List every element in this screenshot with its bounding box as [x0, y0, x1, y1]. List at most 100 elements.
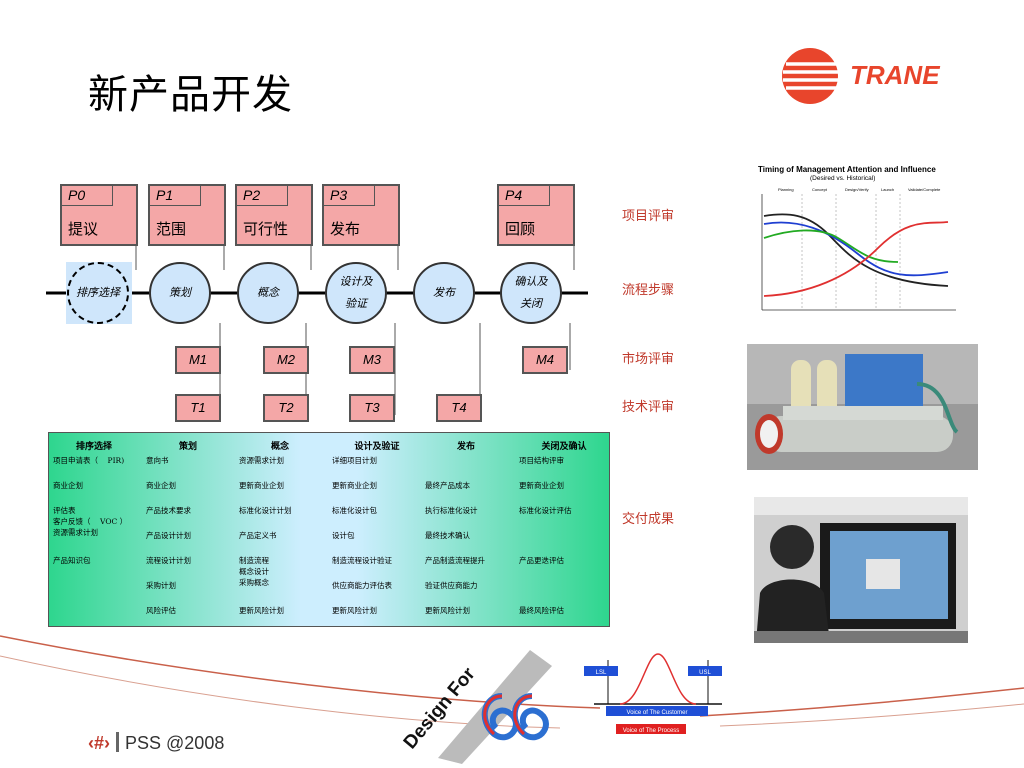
step-label: 确认及 关闭 — [514, 275, 548, 310]
chart-stage: Design/Verify — [845, 187, 869, 192]
phase-p2: P2 可行性 — [235, 184, 313, 246]
table-cell: 风险评估 — [146, 606, 176, 615]
table-cell: 标准化设计评估 — [519, 506, 572, 515]
table-cell: 执行标准化设计 — [425, 506, 478, 515]
table-header: 设计及验证 — [354, 442, 400, 452]
table-cell: 项目结构评审 — [519, 456, 564, 465]
table-cell: 设计包 — [332, 531, 355, 540]
step-screening: 排序选择 — [67, 262, 129, 324]
chart-stage: Validate/Complete — [908, 187, 941, 192]
phase-p4: P4 回顾 — [497, 184, 575, 246]
step-design-verify: 设计及 验证 — [325, 262, 387, 324]
market-review-m2: M2 — [263, 346, 309, 374]
table-header: 排序选择 — [75, 442, 112, 452]
phase-p3: P3 发布 — [322, 184, 400, 246]
chart-subtitle: (Desired vs. Historical) — [810, 175, 875, 182]
label-market-review: 市场评审 — [622, 352, 675, 367]
table-cell: 供应商能力评估表 — [332, 581, 392, 590]
table-cell: 最终产品成本 — [425, 481, 470, 490]
phase-name: 范围 — [156, 220, 187, 238]
footer-divider — [116, 732, 119, 752]
table-cell: 商业企划 — [146, 481, 176, 490]
table-cell: 资源需求计划 — [239, 456, 284, 465]
chart-stage: Launch — [881, 187, 894, 192]
tech-review-t3: T3 — [349, 394, 395, 422]
table-cell: 产品制造流程提升 — [425, 556, 485, 565]
table-cell: 制造流程设计验证 — [332, 556, 392, 565]
label-project-review: 项目评审 — [622, 209, 675, 224]
phase-code: P2 — [236, 185, 288, 206]
table-cell: 评估表 客户反馈（ VOC ） 资源需求计划 — [53, 506, 128, 537]
table-cell: 产品知识包 — [53, 556, 91, 565]
six-sigma-emblem: Design For — [400, 650, 552, 764]
label-process-steps: 流程步骤 — [622, 283, 675, 298]
market-review-m3: M3 — [349, 346, 395, 374]
table-cell: 制造流程 概念设计 采购概念 — [239, 556, 269, 587]
usl-label: USL — [699, 670, 711, 676]
label-deliverables: 交付成果 — [622, 512, 675, 527]
table-header: 概念 — [270, 442, 289, 452]
slide-number: ‹#› — [88, 733, 110, 753]
table-cell: 更新商业企划 — [332, 481, 377, 490]
table-cell: 标准化设计包 — [332, 506, 377, 515]
step-planning: 策划 — [149, 262, 211, 324]
voice-process-label: Voice of The Process — [623, 728, 680, 734]
table-cell: 产品定义书 — [239, 531, 277, 540]
table-cell: 流程设计计划 — [146, 556, 191, 565]
voice-customer-label: Voice of The Customer — [627, 710, 688, 716]
phase-code: P0 — [61, 185, 113, 206]
attention-chart: Timing of Management Attention and Influ… — [758, 165, 956, 311]
table-cell: 标准化设计计划 — [239, 506, 292, 515]
trane-logo: TRANE — [782, 48, 940, 104]
bell-curve-diagram: LSL USL Voice of The Customer Voice of T… — [584, 653, 722, 734]
lsl-label: LSL — [596, 670, 607, 676]
table-cell: 商业企划 — [53, 481, 83, 490]
table-cell: 采购计划 — [146, 581, 176, 590]
footer-text: PSS @2008 — [125, 733, 225, 753]
phase-name: 可行性 — [243, 220, 289, 238]
tech-review-t2: T2 — [263, 394, 309, 422]
table-cell: 产品技术要求 — [146, 506, 191, 515]
phase-code: P4 — [498, 185, 550, 206]
label-tech-review: 技术评审 — [622, 400, 675, 415]
phase-name: 回顾 — [505, 220, 536, 238]
phase-code: P1 — [149, 185, 201, 206]
step-label: 策划 — [169, 286, 191, 299]
phase-p1: P1 范围 — [148, 184, 226, 246]
table-cell: 更新风险计划 — [239, 606, 284, 615]
tech-review-t1: T1 — [175, 394, 221, 422]
chart-stage: Planning — [778, 187, 794, 192]
table-cell: 更新风险计划 — [425, 606, 470, 615]
table-cell: 验证供应商能力 — [425, 581, 478, 590]
step-confirm-close: 确认及 关闭 — [500, 262, 562, 324]
chart-stage: Concept — [812, 187, 828, 192]
table-cell: 详细项目计划 — [332, 456, 377, 465]
table-cell: 最终风险评估 — [519, 606, 564, 615]
step-label: 设计及 验证 — [339, 275, 373, 310]
table-cell: 更新风险计划 — [332, 606, 377, 615]
table-header: 发布 — [456, 442, 475, 452]
tech-review-t4: T4 — [436, 394, 482, 422]
step-concept: 概念 — [237, 262, 299, 324]
chart-title: Timing of Management Attention and Influ… — [758, 165, 936, 174]
phase-p0: P0 提议 — [60, 184, 138, 246]
table-cell: 意向书 — [146, 456, 169, 465]
step-label: 排序选择 — [76, 286, 120, 299]
phase-code: P3 — [323, 185, 375, 206]
engineer-photo — [754, 497, 968, 643]
chiller-photo — [747, 344, 978, 470]
table-cell: 产品设计计划 — [146, 531, 191, 540]
table-cell: 产品更迭评估 — [519, 556, 564, 565]
phase-name: 提议 — [68, 220, 99, 238]
step-label: 发布 — [433, 286, 455, 299]
deliverables-table: 排序选择 策划 概念 设计及验证 发布 关闭及确认 项目申请表（ PIR) 商业… — [48, 432, 610, 627]
table-cell: 项目申请表（ PIR) — [53, 456, 125, 465]
table-header: 关闭及确认 — [541, 442, 587, 452]
phase-name: 发布 — [330, 220, 361, 238]
step-launch: 发布 — [413, 262, 475, 324]
table-header: 策划 — [178, 442, 197, 452]
market-review-m1: M1 — [175, 346, 221, 374]
table-cell: 最终技术确认 — [425, 531, 470, 540]
table-cell: 更新商业企划 — [239, 481, 284, 490]
step-label: 概念 — [257, 286, 279, 299]
